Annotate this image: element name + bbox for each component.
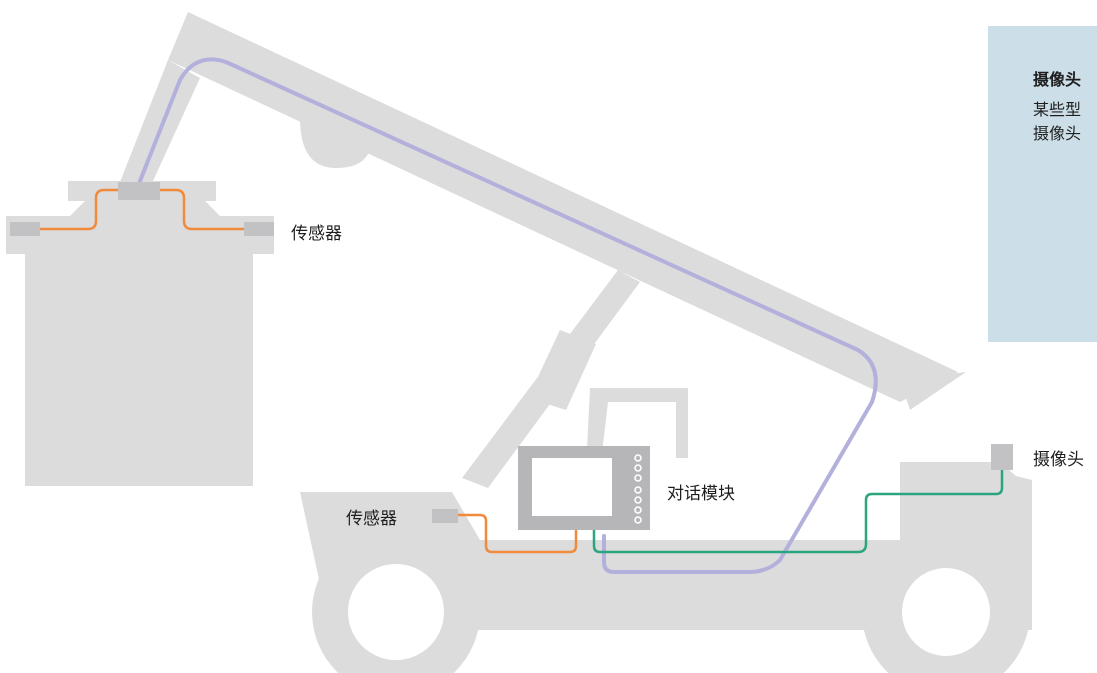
- machine-body: [6, 12, 1032, 673]
- sensor-right: [244, 222, 274, 236]
- camera-cable: [592, 470, 1004, 554]
- info-panel-title: 摄像头: [1033, 70, 1082, 89]
- boom-pivot: [300, 118, 372, 168]
- hydraulic-line: [136, 57, 878, 574]
- boom-front-end: [900, 372, 966, 410]
- sensor-label-bottom: 传感器: [346, 509, 397, 529]
- camera-device: [991, 444, 1013, 470]
- info-panel-text: 某些型 摄像头: [1033, 98, 1097, 146]
- dialog-module: [518, 446, 650, 530]
- spreader-beam: [6, 216, 274, 254]
- container: [25, 250, 253, 486]
- dialog-module-label: 对话模块: [667, 484, 735, 504]
- spreader-sensor-hub: [118, 182, 160, 200]
- spreader-body: [70, 200, 220, 216]
- camera-label: 摄像头: [1033, 450, 1084, 470]
- lift-cylinder-upper: [528, 330, 596, 410]
- sensor-lower: [432, 509, 458, 523]
- components: [10, 182, 1013, 523]
- info-panel-line: 摄像头: [1033, 124, 1082, 143]
- info-panel-line: 某些型: [1033, 100, 1082, 119]
- sensor-label-top: 传感器: [291, 224, 342, 244]
- rear-wheel-hub: [902, 568, 990, 656]
- dialog-module-buttons: [634, 454, 642, 524]
- front-wheel-hub: [348, 564, 444, 660]
- sensor-cables: [26, 188, 578, 554]
- chassis: [300, 462, 1032, 630]
- sensor-left: [10, 222, 40, 236]
- dialog-module-screen: [532, 458, 612, 516]
- info-panel: 摄像头 某些型 摄像头: [988, 26, 1097, 342]
- dialog-module-button-panel: [626, 446, 650, 530]
